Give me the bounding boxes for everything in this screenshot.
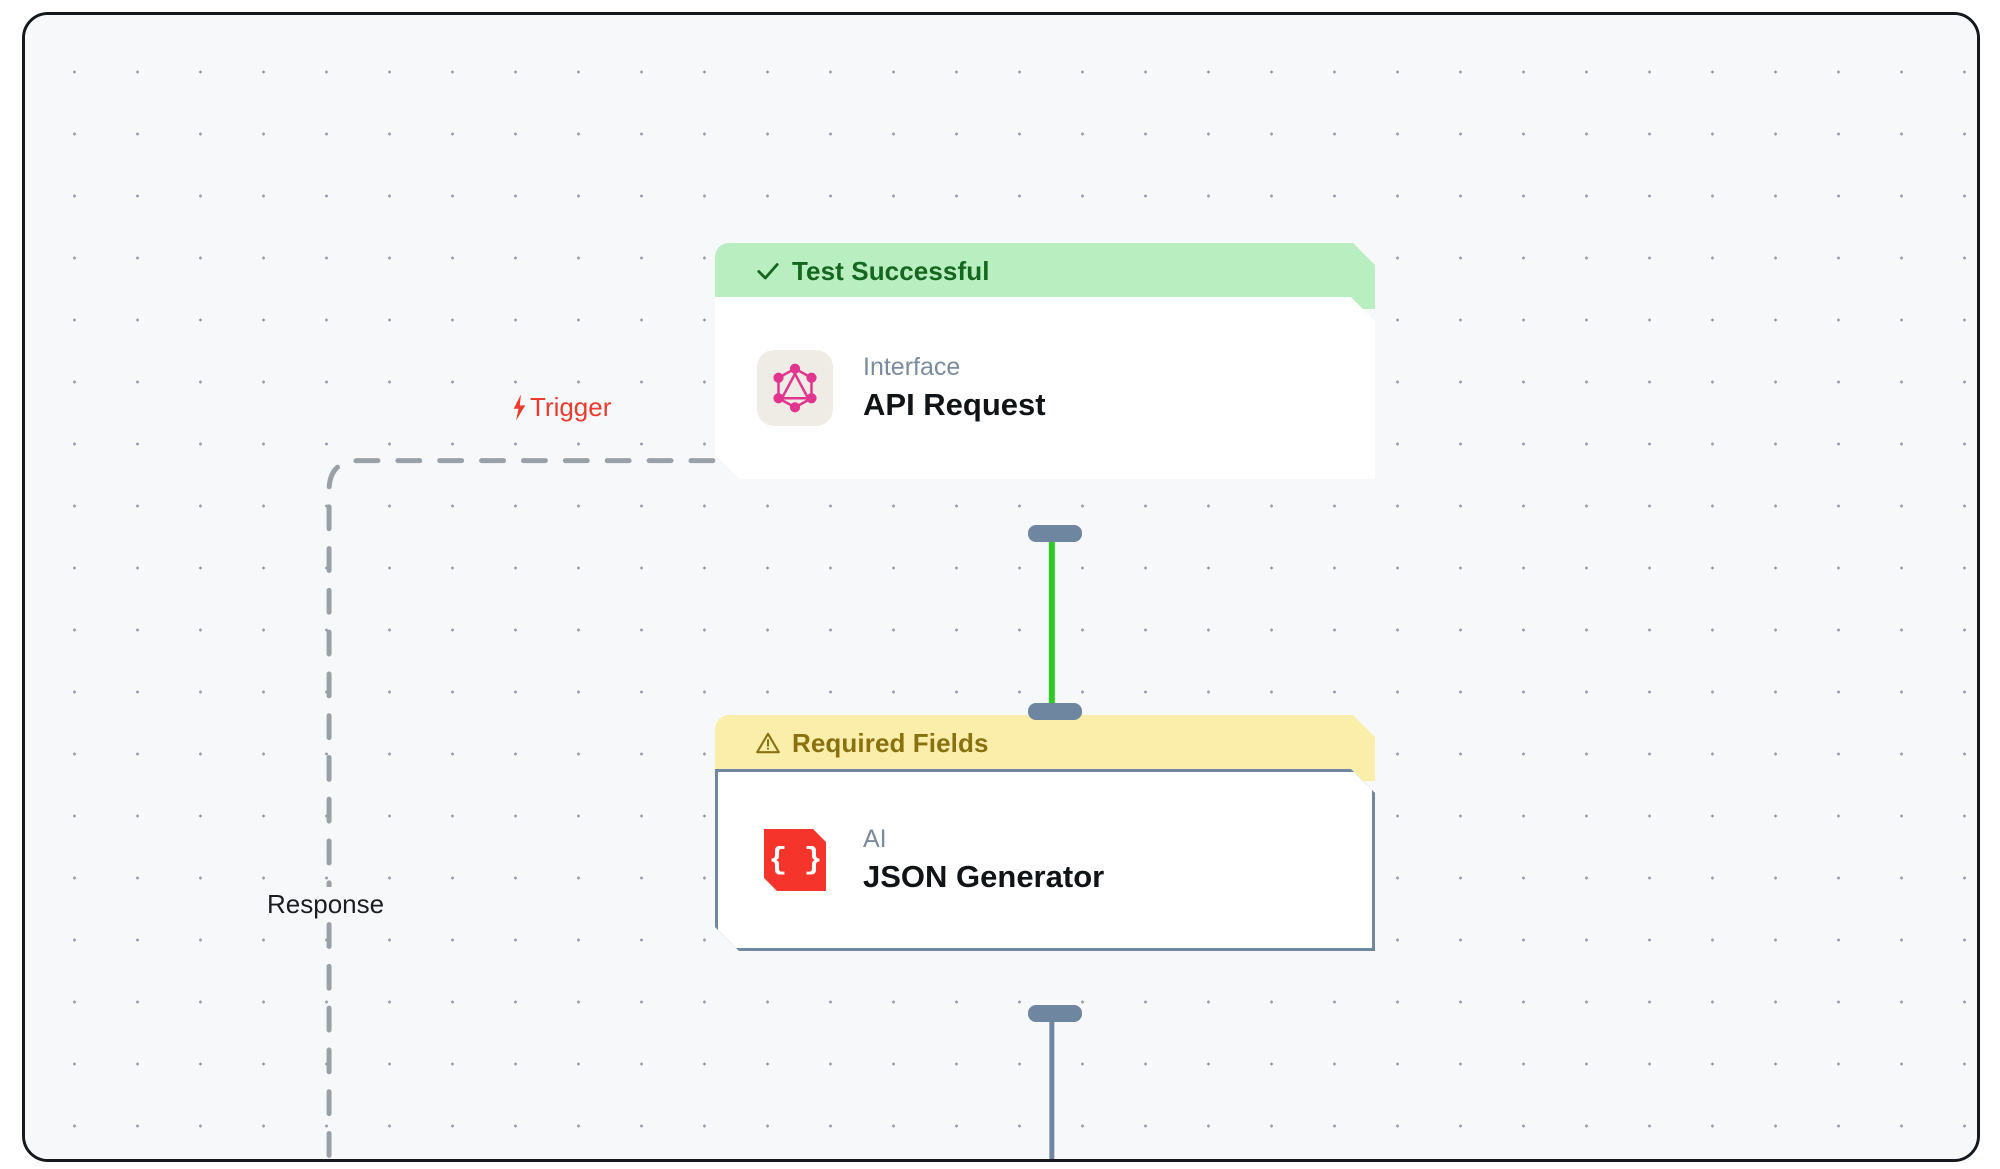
node-layer: Test Successful xyxy=(25,15,1977,1159)
node-icon-wrap: { } xyxy=(757,822,833,898)
edge-svg xyxy=(326,458,1055,1159)
node-input-port[interactable] xyxy=(1028,703,1082,720)
node-kind-label: AI xyxy=(863,825,887,854)
edge-layer xyxy=(25,15,1977,1159)
node-kind-label: Interface xyxy=(863,353,961,382)
node-text: Interface API Request xyxy=(863,353,1046,423)
edge-label-trigger[interactable]: Trigger xyxy=(511,392,611,423)
node-output-port[interactable] xyxy=(1028,1005,1082,1022)
node-json-generator[interactable]: Required Fields { } AI JSON Generator xyxy=(715,703,1375,1022)
node-title-label: JSON Generator xyxy=(863,858,1105,894)
edge-label-trigger-text: Trigger xyxy=(530,392,612,422)
lightning-bolt-icon xyxy=(513,394,526,421)
node-output-port[interactable] xyxy=(1028,525,1082,542)
graphql-icon xyxy=(757,350,833,426)
check-icon xyxy=(755,258,781,284)
node-status-banner-text: Required Fields xyxy=(792,727,989,758)
node-api-request[interactable]: Test Successful xyxy=(715,243,1375,542)
node-card-api-request[interactable]: Interface API Request xyxy=(715,297,1375,479)
node-card-json-generator[interactable]: { } AI JSON Generator xyxy=(715,769,1375,951)
node-text: AI JSON Generator xyxy=(863,825,1104,895)
warning-triangle-icon xyxy=(755,730,781,756)
node-status-banner-text: Test Successful xyxy=(792,255,990,286)
app-window: Trigger Response Test Successful xyxy=(22,12,1980,1162)
edge-label-response-text: Response xyxy=(267,889,385,919)
edge-label-response[interactable]: Response xyxy=(258,887,394,922)
trigger-response-edge-path[interactable] xyxy=(326,458,716,1159)
node-title-label: API Request xyxy=(863,386,1046,422)
node-icon-wrap xyxy=(757,350,833,426)
json-braces-icon: { } xyxy=(764,829,826,891)
workflow-canvas[interactable]: Trigger Response Test Successful xyxy=(25,15,1977,1159)
